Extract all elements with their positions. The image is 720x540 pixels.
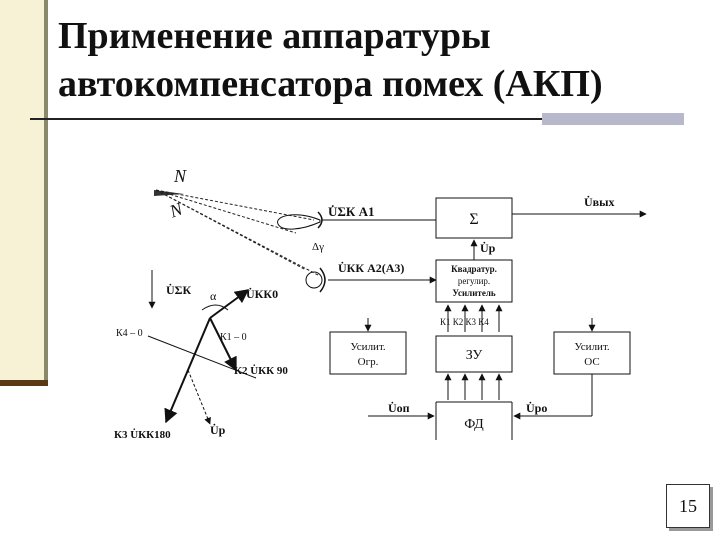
delta-label: Δγ (312, 241, 324, 253)
k1-label: К1 – 0 (220, 332, 247, 343)
zu-block (435, 335, 513, 373)
ray-main-1 (155, 189, 315, 221)
title-line-1: Применение аппаратуры (58, 15, 491, 57)
jammer-label-top: N (173, 166, 187, 186)
k4-label: К4 – 0 (116, 328, 143, 339)
vector-kk0 (209, 289, 250, 319)
sum-block-label: Σ (469, 211, 478, 228)
title-line-2: автокомпенсатора помех (АКП) (58, 63, 603, 105)
alpha-label: α (210, 289, 217, 303)
sum-block (435, 197, 513, 239)
u-op-label: U̇оп (388, 401, 410, 415)
alpha-arc (201, 304, 229, 311)
output-label: U̇вых (584, 195, 615, 209)
k3-label: К3 U̇КК180 (114, 428, 171, 441)
akp-block-diagram: N N U̇ΣК А1 Δγ U̇КК А2(А3) Σ U̇вых Квадр… (106, 160, 652, 448)
fd-block-label: ФД (464, 417, 484, 432)
title-accent-bar (542, 113, 684, 125)
slide-title: Применение аппаратуры автокомпенсатора п… (58, 12, 698, 108)
quad-reg-line-1: Квадратур. (451, 264, 497, 274)
page-number-box: 15 (666, 484, 710, 528)
quad-reg-line-2: регулир. (458, 276, 490, 286)
left-decor-line (44, 0, 48, 383)
k2-label: К2 U̇КК 90 (234, 364, 288, 377)
amp-os-line-1: Усилит. (574, 341, 610, 353)
ray-main-2 (155, 189, 297, 234)
aux-antenna-icon (319, 267, 326, 293)
left-decor-cap (0, 380, 48, 386)
aux-antenna-lobe-icon (305, 271, 323, 289)
amp-limit-line-2: Огр. (358, 356, 379, 368)
amp-limit-block (329, 331, 407, 375)
k-axis-line (147, 335, 257, 379)
ray-aux-1 (155, 189, 307, 271)
main-antenna-lobe-icon (277, 214, 321, 230)
k-labels: К1 К2 К3 К4 (440, 317, 489, 327)
amp-os-line-2: ОС (584, 356, 599, 368)
vector-sum-label: U̇ΣК (166, 283, 192, 297)
vector-kk0-label: U̇КК0 (246, 287, 278, 301)
quad-regulator-block (435, 259, 513, 303)
antenna-aux-label: U̇КК А2(А3) (338, 261, 404, 275)
up-top-label: U̇р (480, 241, 496, 255)
u-ro-label: U̇ро (526, 401, 547, 415)
ray-aux-2 (155, 189, 319, 276)
zu-block-label: ЗУ (466, 348, 483, 363)
left-decor-bar (0, 0, 48, 383)
quad-reg-line-3: Усилитель (452, 288, 496, 298)
title-underline (30, 118, 542, 120)
amp-os-block (553, 331, 631, 375)
amp-limit-line-1: Усилит. (350, 341, 386, 353)
page-number: 15 (679, 496, 697, 516)
diagram-background (106, 160, 652, 448)
antenna-main-label: U̇ΣК А1 (328, 204, 374, 219)
vector-up-label: U̇р (210, 423, 226, 437)
vector-kk90 (209, 317, 237, 372)
